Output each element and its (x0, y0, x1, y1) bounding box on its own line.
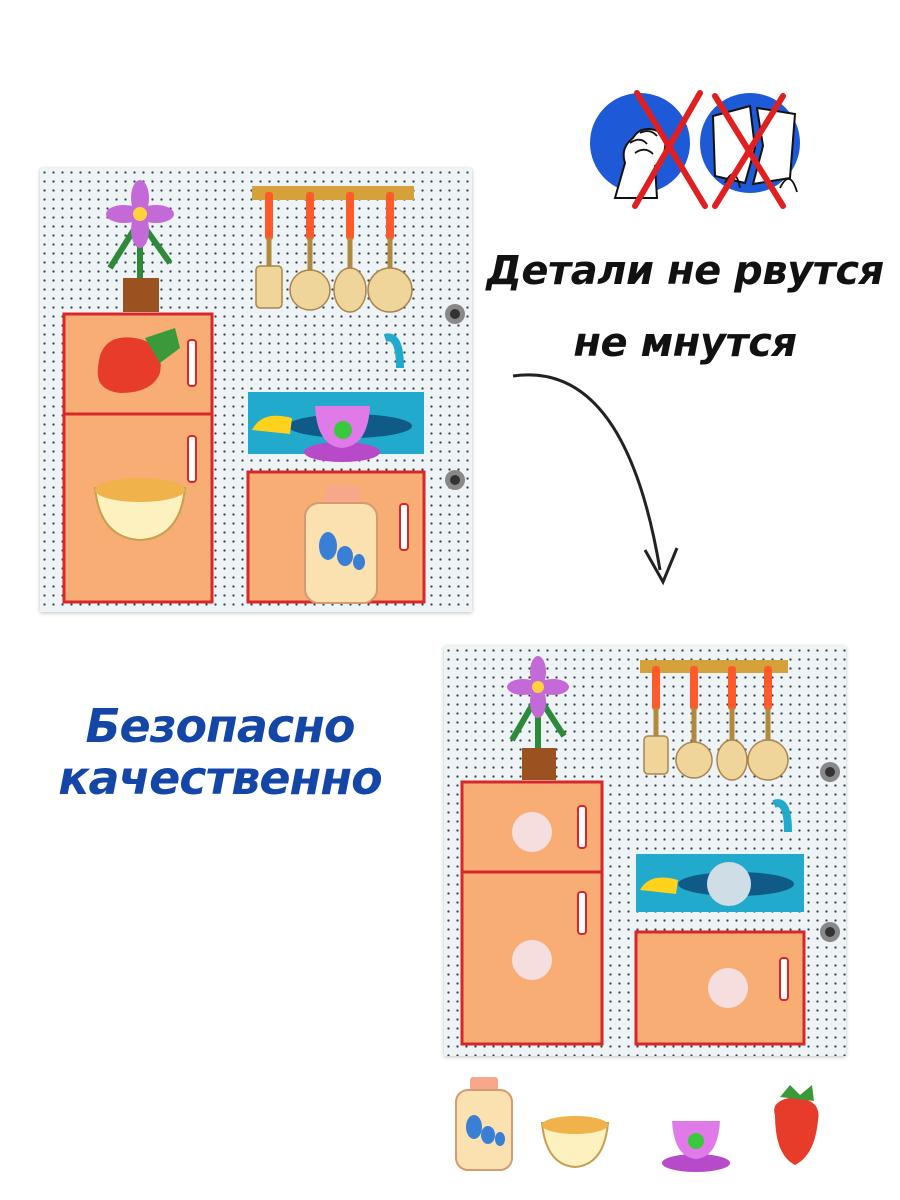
tagline-line-1: Безопасно (85, 699, 355, 753)
velcro-dot (708, 968, 748, 1008)
grommet (445, 304, 465, 324)
flower-pot (507, 656, 569, 780)
velcro-dot (707, 862, 751, 906)
lemon-piece (252, 415, 292, 434)
grommet (820, 762, 840, 782)
crumpled-hand-icon (590, 93, 690, 199)
flower-pot (106, 180, 174, 312)
loose-pieces-row (455, 1077, 819, 1172)
torn-paper-icon (700, 93, 800, 193)
velcro-dot (512, 940, 552, 980)
teacup-piece (662, 1121, 730, 1172)
headline-line-1: Детали не рвутся (486, 248, 884, 294)
detergent-bottle-piece (455, 1077, 513, 1171)
grommet (445, 470, 465, 490)
red-cross-icon (632, 90, 786, 209)
velcro-dot (512, 812, 552, 852)
busy-board-empty (444, 646, 846, 1056)
strawberry-piece (774, 1085, 819, 1165)
fridge (460, 780, 604, 1046)
soup-bowl-piece (93, 478, 187, 542)
headline-line-2: не мнутся (573, 320, 797, 366)
strawberry-piece (97, 328, 180, 393)
lemon-piece (640, 877, 678, 894)
utensil-rack (640, 660, 789, 781)
no-crumple-no-tear-icons (590, 90, 800, 209)
detergent-bottle-piece (304, 486, 378, 604)
soup-bowl-piece (540, 1116, 610, 1169)
grommet (820, 922, 840, 942)
sink-counter (634, 799, 806, 1046)
tagline-line-2: качественно (58, 751, 382, 805)
teacup-piece (304, 406, 380, 462)
utensil-rack (252, 186, 414, 313)
busy-board-with-pieces (40, 168, 472, 612)
curved-arrow-icon (512, 373, 679, 586)
